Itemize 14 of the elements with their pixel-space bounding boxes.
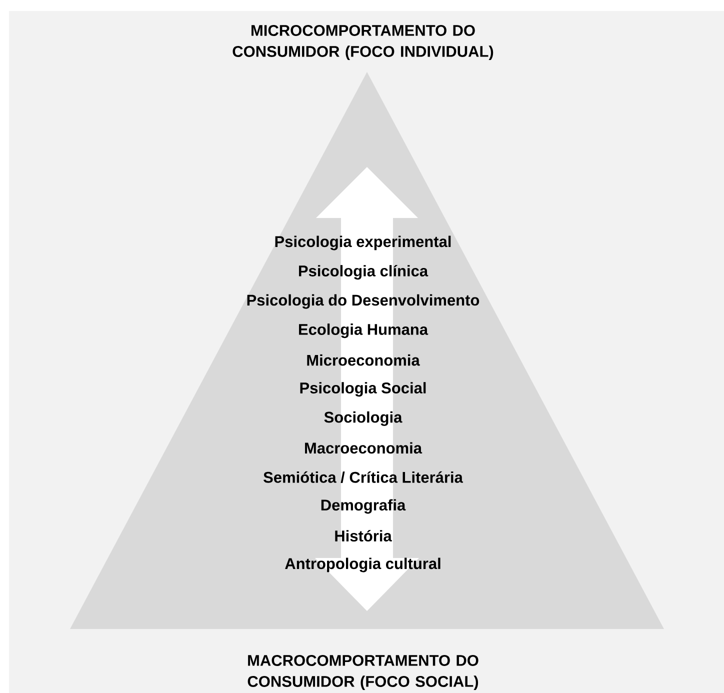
list-item: Sociologia [324,411,402,426]
list-item: Psicologia experimental [275,236,451,250]
list-item: Psicologia clínica [299,264,428,280]
list-item: Psicologia Social [300,382,426,397]
list-item: História [335,530,392,542]
list-item: Psicologia do Desenvolvimento [247,294,480,309]
list-item: Demografia [321,499,406,514]
list-item: Microeconomia [307,354,420,366]
list-item: Ecologia Humana [299,324,428,338]
triangle [70,72,664,629]
list-item: Macroeconomia [305,442,422,454]
heading-label: MACROCOMPORTAMENTO DO CONSUMIDOR (FOCO SOCIAL) [248,654,478,690]
list-item: Semiótica / Crítica Literária [264,471,464,484]
list-item: Antropologia cultural [285,558,440,572]
